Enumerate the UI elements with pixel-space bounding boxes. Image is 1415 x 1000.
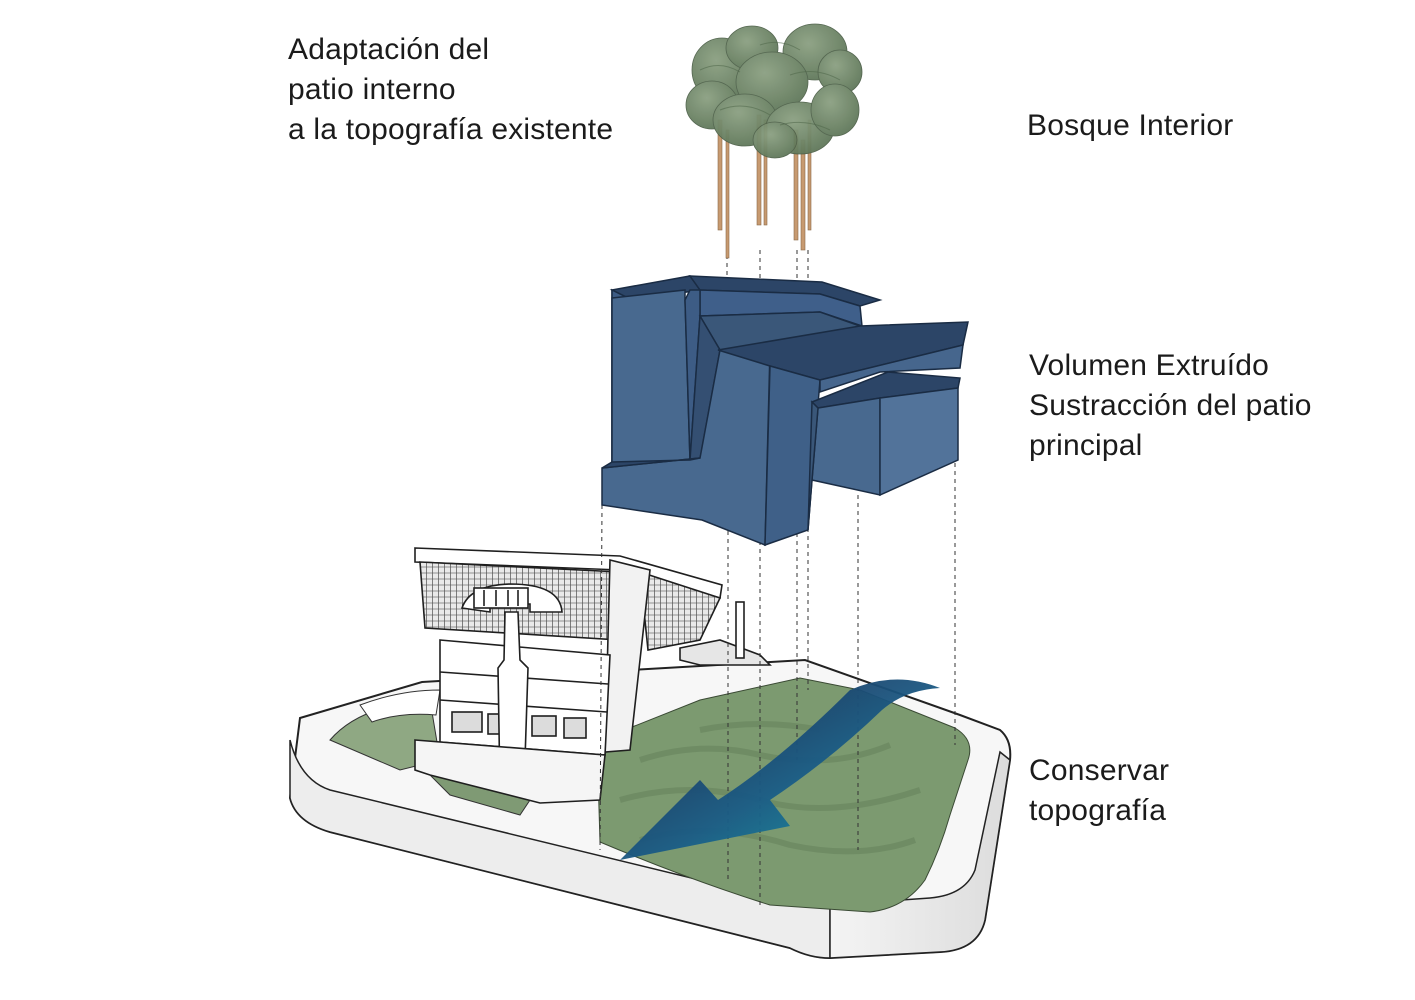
label-volumen-extruido: Volumen Extruído Sustracción del patio p… [1029, 346, 1312, 466]
label-conservar-topografia: Conservar topografía [1029, 751, 1169, 831]
extruded-volume [601, 275, 969, 547]
label-patio-line-2: patio interno [288, 73, 456, 106]
label-bosque-line-1: Bosque Interior [1027, 109, 1234, 142]
existing-building [414, 547, 772, 804]
tree-canopies [685, 23, 863, 159]
label-bosque-interior: Bosque Interior [1027, 106, 1233, 146]
canopy-texture [699, 41, 841, 131]
label-volumen-line-3: principal [1029, 429, 1143, 462]
label-patio-interno: Adaptación del patio interno a la topogr… [288, 30, 613, 150]
label-topo-line-2: topografía [1029, 794, 1167, 827]
water-flow-arrow [620, 679, 940, 860]
label-patio-line-1: Adaptación del [288, 33, 490, 66]
terrain-surface [329, 677, 971, 913]
label-topo-line-1: Conservar [1029, 754, 1170, 787]
label-volumen-line-1: Volumen Extruído [1029, 349, 1270, 382]
interior-forest [685, 23, 863, 259]
tree-trunks [717, 114, 812, 259]
label-volumen-line-2: Sustracción del patio [1029, 389, 1312, 422]
label-patio-line-3: a la topografía existente [288, 113, 614, 146]
